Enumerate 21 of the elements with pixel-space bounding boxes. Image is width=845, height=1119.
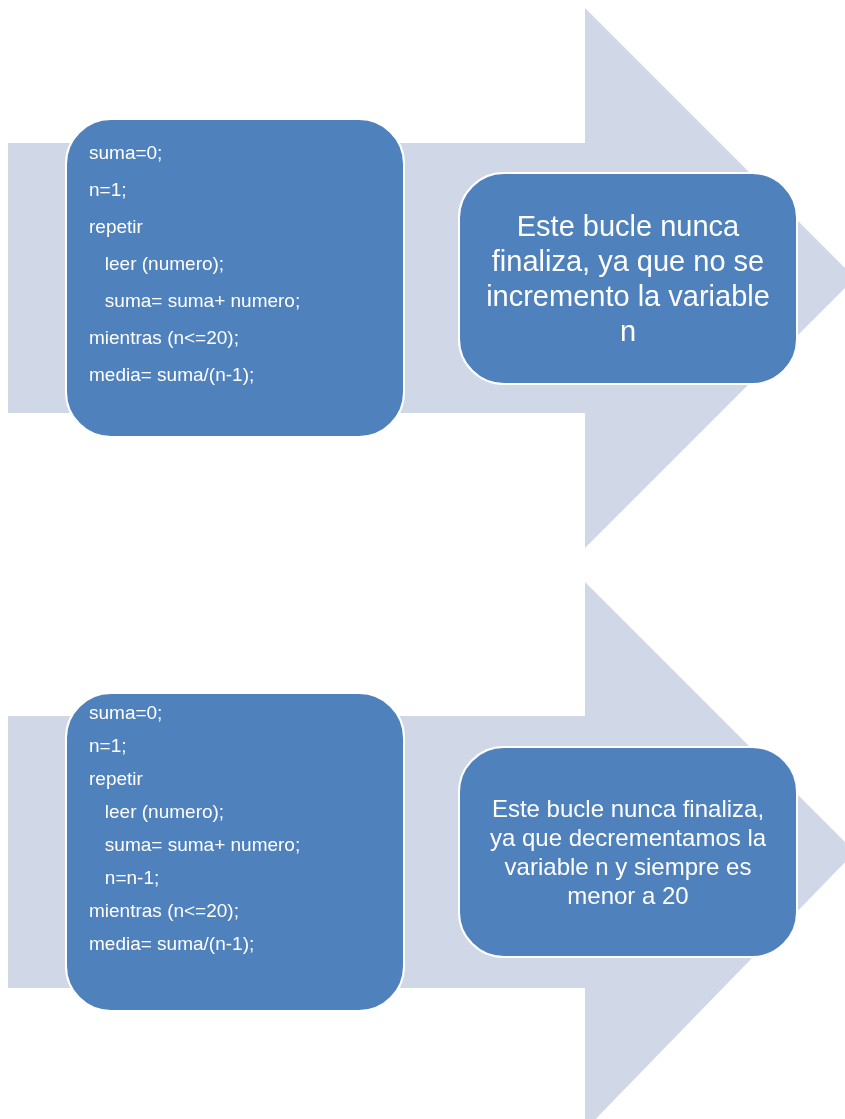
code-line: mientras (n<=20);	[89, 327, 240, 348]
code-line: leer (numero);	[103, 801, 226, 822]
code-line: n=1;	[89, 179, 128, 200]
code-line: suma=0;	[89, 702, 164, 723]
code-line: suma= suma+ numero;	[103, 834, 302, 855]
code-line: suma= suma+ numero;	[103, 290, 302, 311]
code-box	[65, 118, 405, 438]
code-box	[65, 692, 405, 1012]
code-line: n=1;	[89, 735, 128, 756]
code-line: repetir	[89, 216, 144, 237]
note-text: Este bucle nunca finaliza, ya que no se incremento la variable n	[485, 208, 771, 349]
note-box	[458, 746, 798, 958]
code-line: repetir	[89, 768, 144, 789]
code-line: suma=0;	[89, 142, 164, 163]
code-line: leer (numero);	[103, 253, 226, 274]
code-line: media= suma/(n-1);	[89, 364, 256, 385]
note-text: Este bucle nunca finaliza, ya que decrementamos la variable n y siempre es menor a 20	[488, 794, 768, 910]
code-line: media= suma/(n-1);	[89, 933, 256, 954]
code-line: mientras (n<=20);	[89, 900, 240, 921]
code-line: n=n-1;	[103, 867, 161, 888]
note-box	[458, 172, 798, 385]
